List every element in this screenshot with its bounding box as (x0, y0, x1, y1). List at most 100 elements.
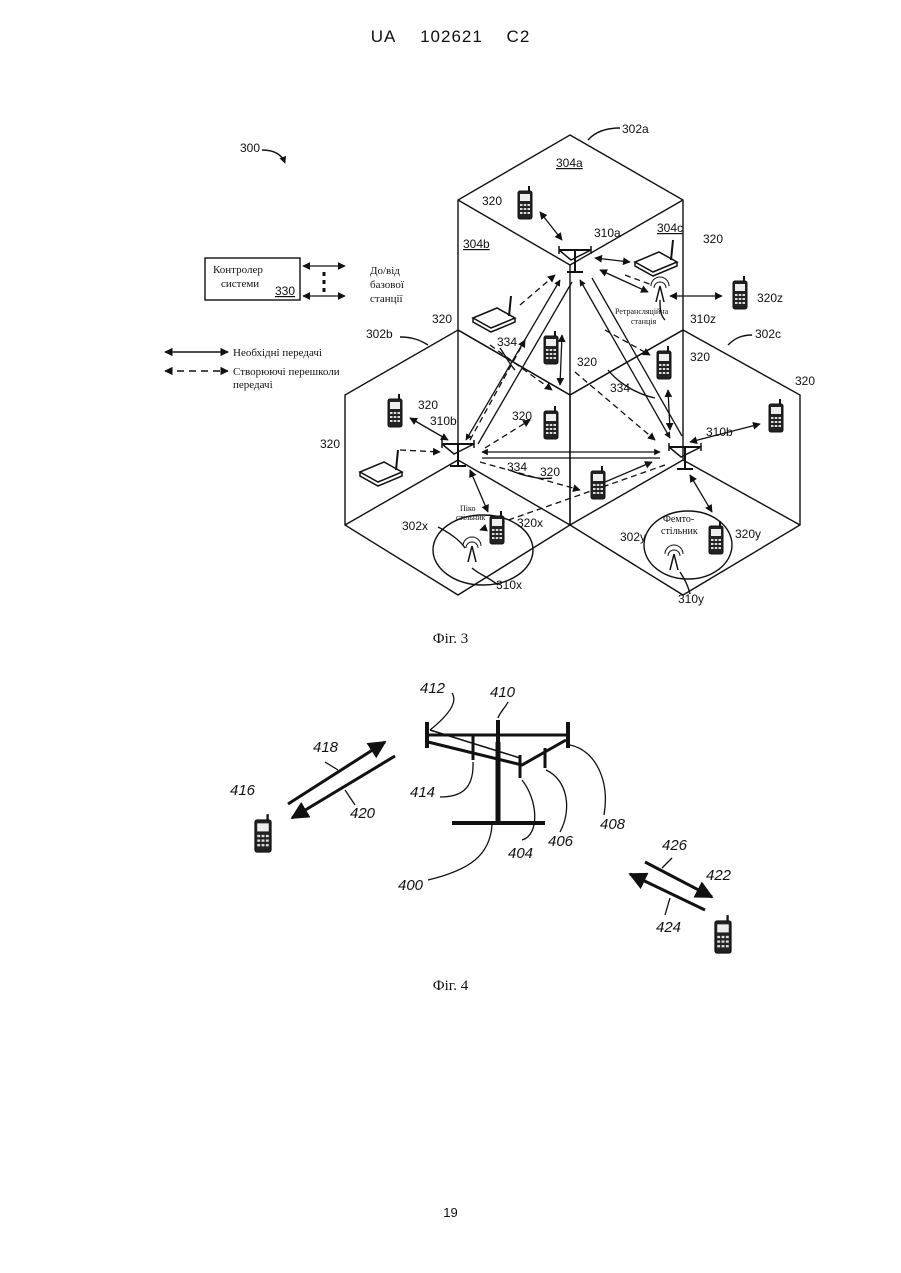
pico-tower-icon (463, 537, 481, 562)
fig4-caption: Фіг. 4 (0, 978, 901, 995)
ref-320: 320 (690, 350, 710, 364)
legend-solid-label: Необхідні передачі (233, 347, 322, 359)
ref-320: 320 (418, 398, 438, 412)
ref-426: 426 (662, 837, 688, 854)
phone-icon (769, 399, 783, 432)
phone-icon (715, 915, 731, 953)
ref-302c: 302c (755, 327, 781, 341)
legend-dashed-label-line1: Створюючі перешколи (233, 366, 340, 378)
ref-310b-left: 310b (430, 414, 457, 428)
phone-icon (255, 814, 271, 852)
ref-320x: 320x (517, 516, 543, 530)
phone-icon (591, 466, 605, 499)
leader-426 (662, 858, 672, 868)
controller-label-line1: Контролер (213, 264, 263, 276)
phone-icon (657, 346, 671, 379)
leader-410 (498, 702, 508, 718)
ref-304a: 304a (556, 156, 583, 170)
ref-320z: 320z (757, 291, 783, 305)
leader-310y (680, 572, 690, 594)
femto-label-line1: Фемто- (663, 514, 694, 525)
ref-310y: 310y (678, 592, 704, 606)
leader-424 (665, 898, 670, 915)
ref-334: 334 (507, 460, 527, 474)
ref-302y: 302y (620, 530, 646, 544)
ref-320: 320 (795, 374, 815, 388)
leader-310x (472, 568, 498, 585)
relay-tower-icon (651, 277, 669, 302)
femto-tower-icon (665, 545, 683, 570)
ref-400: 400 (398, 877, 424, 894)
sector-divider (345, 460, 458, 525)
ref-412: 412 (420, 680, 446, 697)
controller-links (303, 266, 345, 296)
ref-320: 320 (577, 355, 597, 369)
fig3-caption: Фіг. 3 (0, 631, 901, 648)
fig3-labels: 300 302a 302b 302c 304a 304b 304c 310a 3… (213, 122, 815, 606)
ref-420: 420 (350, 805, 376, 822)
ref-404: 404 (508, 845, 533, 862)
ref-410: 410 (490, 684, 516, 701)
sector-divider (458, 200, 570, 265)
ref-320: 320 (703, 232, 723, 246)
pico-label-line2: стільник (456, 513, 485, 522)
femto-label-line2: стільник (661, 526, 698, 537)
leader-408 (570, 745, 605, 815)
leader-420 (345, 790, 355, 805)
leader-418 (325, 762, 338, 770)
ref-302x: 302x (402, 519, 428, 533)
leader-302c (728, 335, 752, 345)
ref-424: 424 (656, 919, 681, 936)
leader-302b (400, 337, 428, 345)
ref-302a: 302a (622, 122, 649, 136)
ref-304b: 304b (463, 237, 490, 251)
ref-310a: 310a (594, 226, 621, 240)
ref-320y: 320y (735, 527, 761, 541)
arrow-420 (292, 756, 395, 818)
ref-334: 334 (497, 335, 517, 349)
leader-404 (522, 780, 535, 840)
ref-310x: 310x (496, 578, 522, 592)
ref-416: 416 (230, 782, 256, 799)
phone-icon (544, 406, 558, 439)
router-icon (473, 296, 515, 332)
ref-300-pointer (262, 150, 285, 163)
ref-310b-right: 310b (706, 425, 733, 439)
leader-400 (428, 825, 492, 880)
leader-334 (500, 348, 515, 370)
ref-320: 320 (320, 437, 340, 451)
router-icon (360, 450, 402, 486)
ref-320: 320 (512, 409, 532, 423)
leader-406 (546, 770, 567, 832)
ref-304c: 304c (657, 221, 683, 235)
ref-300: 300 (240, 141, 260, 155)
phone-icon (544, 331, 558, 364)
controller-label-line2: системи (221, 278, 259, 290)
legend-dashed-label-line2: передачі (233, 379, 273, 391)
base-station-310b-left-icon (442, 440, 474, 466)
fig4-labels: 412 410 418 420 416 414 404 406 408 400 … (230, 680, 732, 936)
controller-ref-330: 330 (275, 284, 295, 298)
pico-label-line1: Піко (460, 504, 475, 513)
phone-icon (709, 521, 723, 554)
relay-label-line1: Ретрансляційна (615, 307, 669, 316)
to-bs-line2: базової (370, 279, 405, 291)
phone-icon (733, 276, 747, 309)
leader-302a (588, 128, 620, 140)
arrow-426 (645, 862, 712, 897)
ref-408: 408 (600, 816, 626, 833)
fig4-diagram (288, 693, 712, 915)
ref-422: 422 (706, 867, 732, 884)
router-icon (635, 240, 677, 276)
ref-320: 320 (432, 312, 452, 326)
ref-414: 414 (410, 784, 435, 801)
backhaul-links (466, 278, 682, 458)
relay-label-line2: станція (631, 317, 656, 326)
ref-302b: 302b (366, 327, 393, 341)
to-bs-line3: станції (370, 293, 404, 305)
ref-334: 334 (610, 381, 630, 395)
leader-412 (430, 693, 454, 730)
ref-310z: 310z (690, 312, 716, 326)
page-number: 19 (0, 1205, 901, 1220)
ref-418: 418 (313, 739, 339, 756)
